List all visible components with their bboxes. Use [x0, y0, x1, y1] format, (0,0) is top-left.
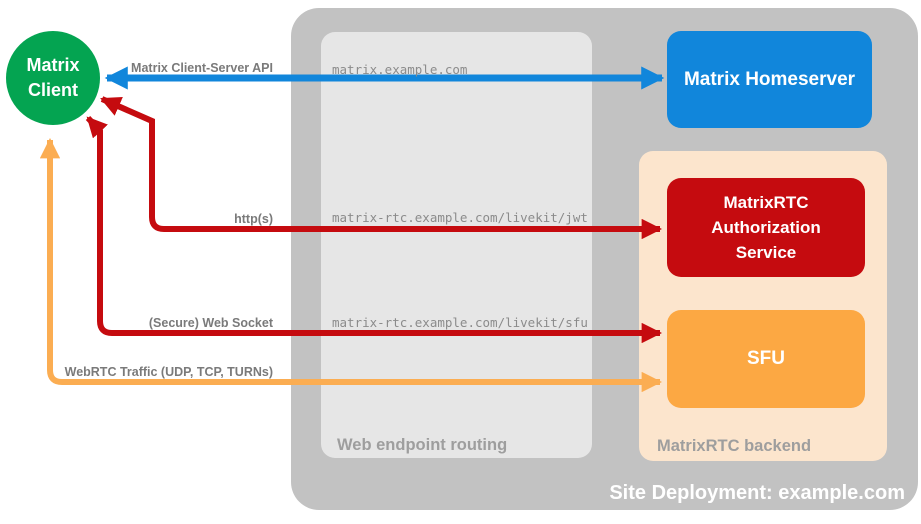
https-label: http(s) [234, 212, 273, 226]
endpoint-matrix: matrix.example.com [332, 62, 468, 77]
web-endpoint-routing-box [321, 32, 592, 458]
matrix-client-label: Matrix Client [26, 55, 80, 100]
client-server-api-label: Matrix Client-Server API [131, 61, 273, 75]
sfu-label: SFU [747, 348, 785, 369]
matrixrtc-authorization-service-label: MatrixRTC Authorization Service [711, 193, 821, 262]
websocket-label: (Secure) Web Socket [148, 316, 273, 330]
sfu-node: SFU [667, 310, 865, 408]
matrixrtc-authorization-service-node: MatrixRTC Authorization Service [667, 178, 865, 277]
endpoint-livekit-sfu: matrix-rtc.example.com/livekit/sfu [332, 315, 588, 330]
endpoint-livekit-jwt: matrix-rtc.example.com/livekit/jwt [332, 210, 588, 225]
matrix-homeserver-label: Matrix Homeserver [683, 68, 856, 90]
webrtc-traffic-label: WebRTC Traffic (UDP, TCP, TURNs) [64, 365, 273, 379]
matrix-homeserver-node: Matrix Homeserver [667, 31, 872, 128]
matrixrtc-backend-caption: MatrixRTC backend [657, 437, 812, 455]
web-endpoint-routing-caption: Web endpoint routing [337, 436, 508, 454]
matrix-client-node: Matrix Client [6, 31, 100, 125]
site-deployment-caption: Site Deployment: example.com [609, 482, 905, 504]
